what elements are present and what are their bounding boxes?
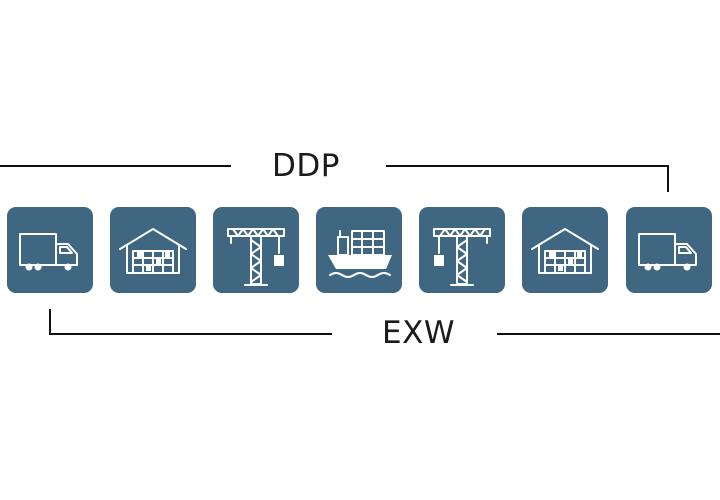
truck-icon [638,233,697,271]
chain-step-origin-warehouse [110,207,196,293]
chain-step-destination-warehouse [522,207,608,293]
warehouse-icon [531,228,599,274]
exw-line-right [497,333,720,335]
exw-line-rise [49,309,51,335]
exw-label: EXW [382,315,455,351]
warehouse-icon [119,228,187,274]
port-crane-icon [227,228,285,286]
exw-line-left [49,333,332,335]
port-crane-icon [433,228,491,286]
chain-step-origin-port [213,207,299,293]
ddp-line-right [386,165,669,167]
chain-step-destination-port [419,207,505,293]
ddp-label: DDP [272,148,340,184]
chain-step-destination-truck [626,207,712,293]
truck-icon [19,233,78,271]
chain-step-origin-truck [7,207,93,293]
container-ship-icon [328,230,392,278]
ddp-line-drop [667,165,669,192]
ddp-line-left [0,165,231,167]
chain-step-sea-freight [316,207,402,293]
